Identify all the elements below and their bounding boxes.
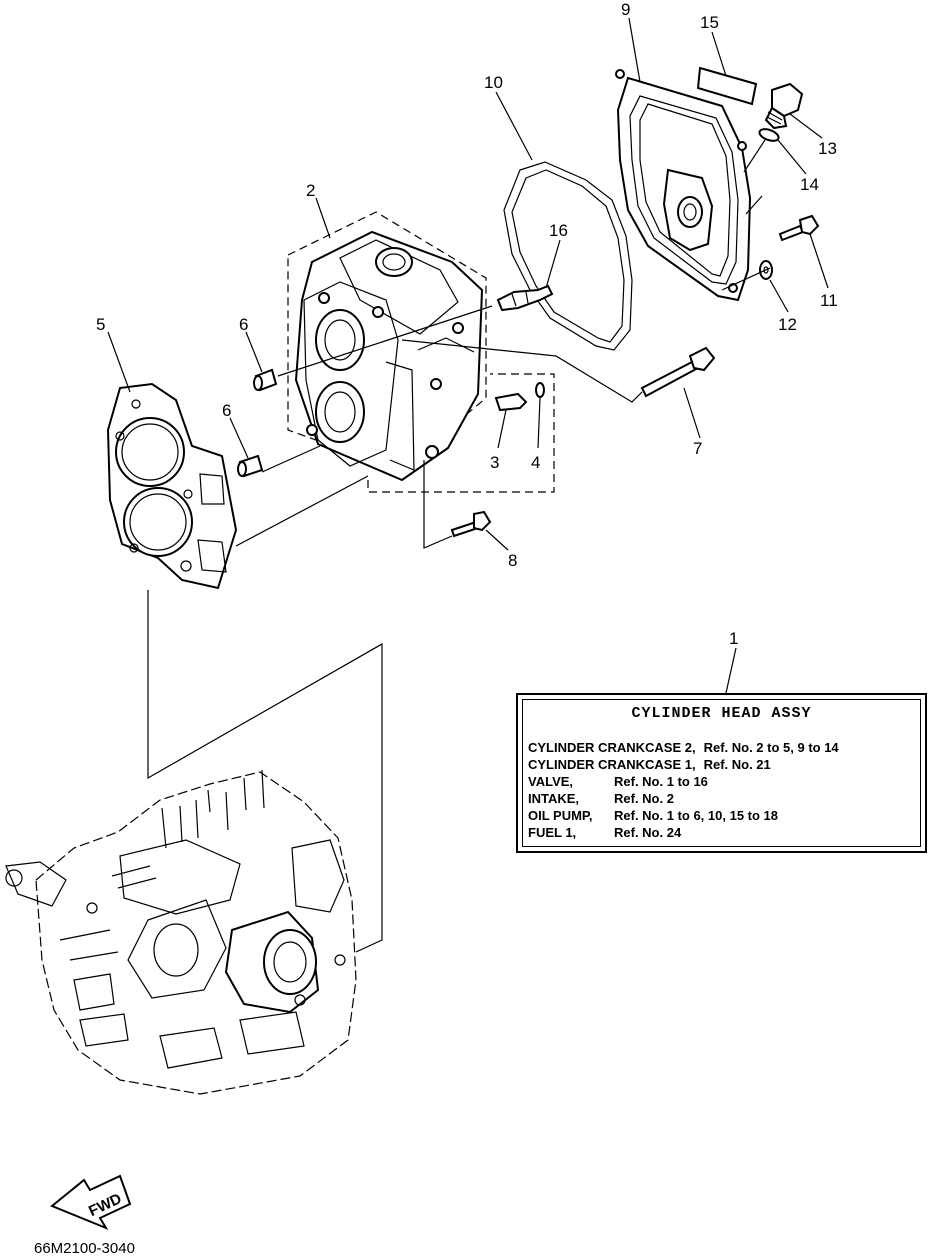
- info-row-category: CYLINDER CRANKCASE 1,: [528, 757, 696, 772]
- callout-6-upper: 6: [239, 315, 248, 334]
- callout-1: 1: [729, 629, 738, 648]
- callout-12: 12: [778, 315, 797, 334]
- info-row-category: VALVE,: [528, 774, 574, 789]
- part-16-spark-plug[interactable]: [496, 284, 554, 312]
- callout-6-lower: 6: [222, 401, 231, 420]
- fwd-arrow-icon: FWD: [50, 1174, 132, 1231]
- part-7-bolt[interactable]: [640, 346, 716, 398]
- info-row-ref: Ref. No. 1 to 6, 10, 15 to 18: [614, 808, 778, 823]
- info-row: INTAKE, Ref. No. 2: [528, 790, 839, 807]
- info-row-ref: Ref. No. 24: [614, 825, 682, 840]
- info-box-inner-frame: [522, 699, 921, 847]
- info-row: OIL PUMP, Ref. No. 1 to 6, 10, 15 to 18: [528, 807, 839, 824]
- part-15-label[interactable]: [696, 66, 758, 106]
- info-row-category: CYLINDER CRANKCASE 2,: [528, 740, 696, 755]
- info-row: CYLINDER CRANKCASE 1, Ref. No. 21: [528, 756, 839, 773]
- part-3-valve[interactable]: [494, 392, 528, 412]
- info-row-ref: Ref. No. 1 to 16: [614, 774, 708, 789]
- callout-8: 8: [508, 551, 517, 570]
- callout-11: 11: [820, 291, 838, 310]
- info-box-rows: CYLINDER CRANKCASE 2, Ref. No. 2 to 5, 9…: [528, 739, 839, 841]
- diagram-code: 66M2100-3040: [34, 1240, 135, 1257]
- part-6-dowel-lower[interactable]: [237, 454, 264, 478]
- callout-14: 14: [800, 175, 819, 194]
- cylinder-head-info-box: CYLINDER HEAD ASSY CYLINDER CRANKCASE 2,…: [516, 693, 927, 853]
- crankcase-block[interactable]: [5, 769, 357, 1095]
- info-box-title: CYLINDER HEAD ASSY: [631, 705, 812, 722]
- part-5-head-gasket[interactable]: [106, 382, 238, 590]
- info-row-category: FUEL 1,: [528, 825, 577, 840]
- info-row: FUEL 1, Ref. No. 24: [528, 824, 839, 841]
- callout-2: 2: [306, 181, 315, 200]
- callout-5: 5: [96, 315, 105, 334]
- part-13-filler-cap[interactable]: [764, 82, 804, 130]
- callout-15: 15: [700, 13, 719, 32]
- part-4-washer[interactable]: [535, 382, 545, 398]
- info-row-ref: Ref. No. 21: [703, 757, 771, 772]
- callout-4: 4: [531, 453, 540, 472]
- info-row-category: INTAKE,: [528, 791, 580, 806]
- parts-3-4-group-outline: [367, 373, 555, 493]
- part-10-cover-gasket[interactable]: [503, 161, 633, 351]
- info-row-category: OIL PUMP,: [528, 808, 593, 823]
- part-14-o-ring[interactable]: [758, 127, 780, 143]
- callout-7: 7: [693, 439, 702, 458]
- callout-16: 16: [549, 221, 568, 240]
- info-row-ref: Ref. No. 2 to 5, 9 to 14: [703, 740, 839, 755]
- part-6-dowel-upper[interactable]: [253, 368, 278, 392]
- callout-13: 13: [818, 139, 837, 158]
- part-9-head-cover[interactable]: [615, 69, 752, 302]
- callout-9: 9: [621, 0, 630, 19]
- part-2-cylinder-head[interactable]: [294, 230, 484, 482]
- info-row-ref: Ref. No. 2: [614, 791, 674, 806]
- callout-10: 10: [484, 73, 503, 92]
- info-row: CYLINDER CRANKCASE 2, Ref. No. 2 to 5, 9…: [528, 739, 839, 756]
- part-2-group-outline: [287, 211, 487, 471]
- connector-lines: [147, 139, 771, 953]
- part-11-bolt[interactable]: [778, 214, 820, 242]
- callout-3: 3: [490, 453, 499, 472]
- part-8-bolt[interactable]: [450, 510, 492, 538]
- info-row: VALVE, Ref. No. 1 to 16: [528, 773, 839, 790]
- callout-leaders: [107, 17, 829, 694]
